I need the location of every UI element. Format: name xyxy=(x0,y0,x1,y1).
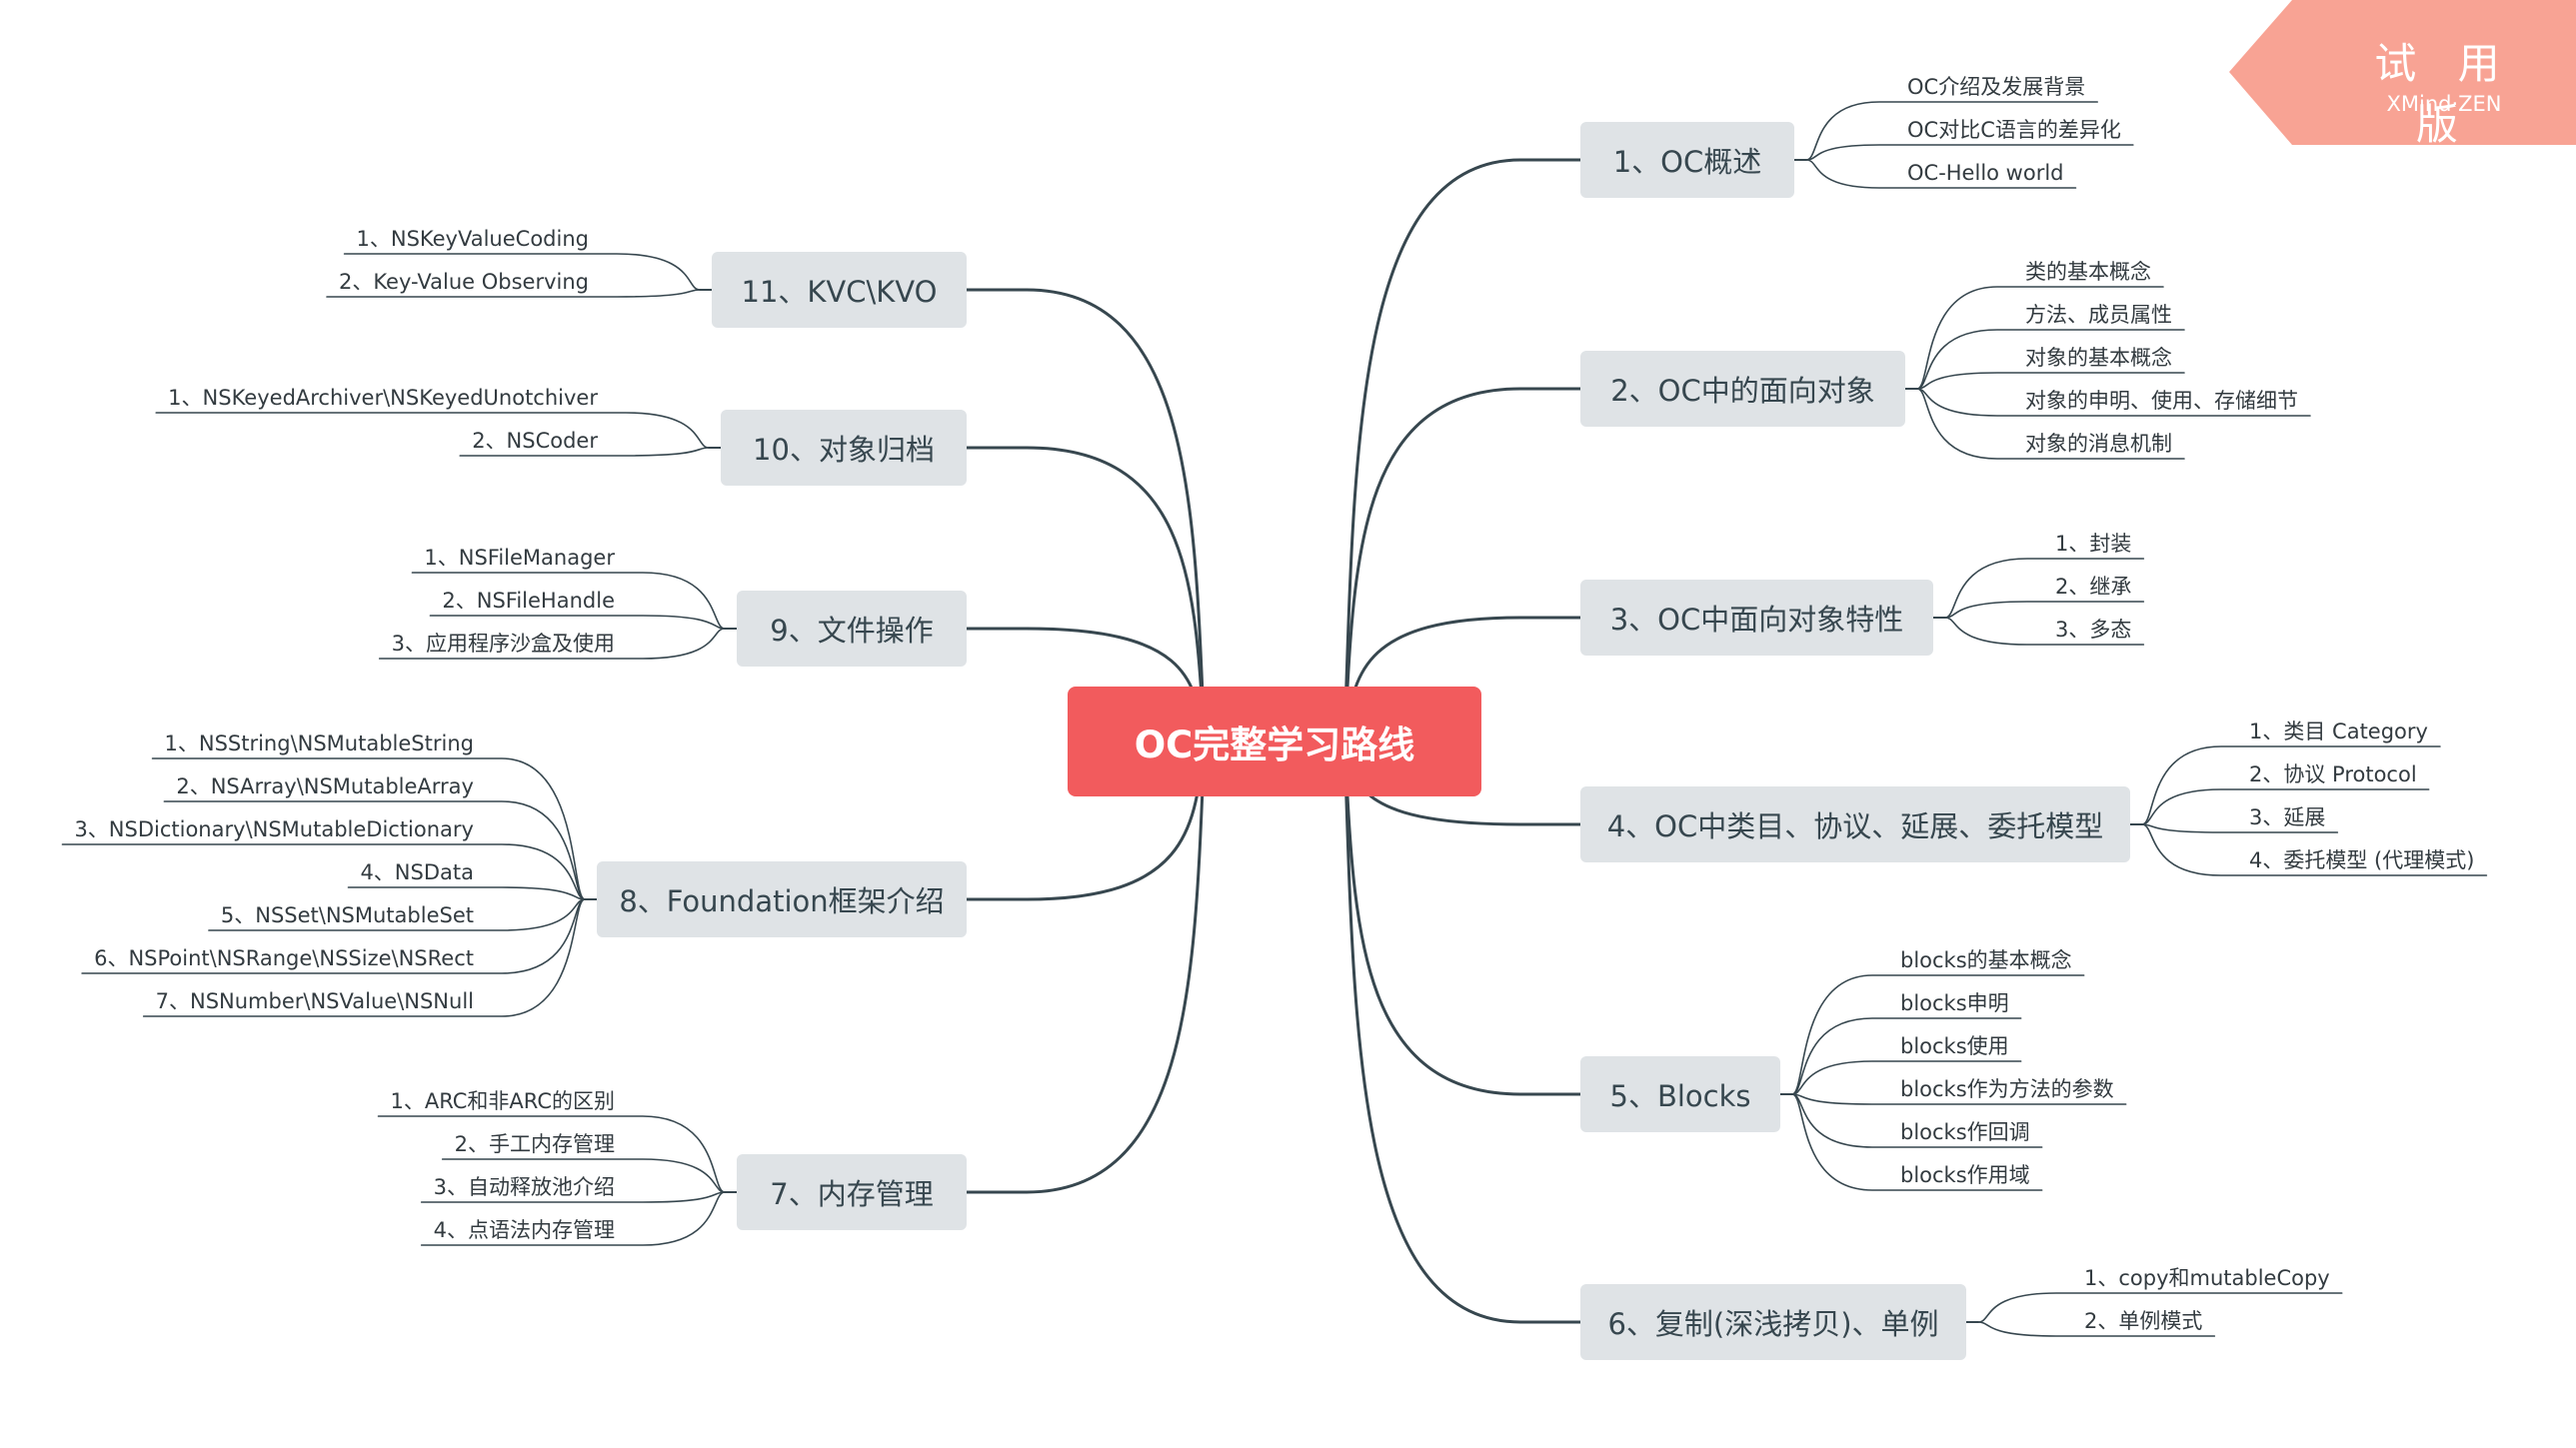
subtopic-item[interactable]: blocks作回调 xyxy=(1900,1120,2030,1144)
subtopic-item[interactable]: 1、copy和mutableCopy xyxy=(2084,1266,2330,1290)
subtopic-item[interactable]: 1、ARC和非ARC的区别 xyxy=(390,1089,615,1113)
subtopic-item[interactable]: 方法、成员属性 xyxy=(2025,303,2172,327)
topic-copy-singleton[interactable]: 6、复制(深浅拷贝)、单例 xyxy=(1580,1284,1966,1360)
subtopic-item[interactable]: 2、Key-Value Observing xyxy=(338,270,589,294)
subtopic-item[interactable]: 2、单例模式 xyxy=(2084,1309,2203,1333)
subtopic-item[interactable]: 3、应用程序沙盒及使用 xyxy=(391,632,615,656)
subtopic-item[interactable]: 2、协议 Protocol xyxy=(2249,762,2417,786)
subtopic-item[interactable]: blocks作为方法的参数 xyxy=(1900,1077,2114,1101)
subtopic-item[interactable]: 1、封装 xyxy=(2055,532,2132,556)
subtopic-item[interactable]: 1、NSKeyValueCoding xyxy=(356,227,589,251)
subtopic-item[interactable]: 2、继承 xyxy=(2055,575,2132,599)
subtopic-item[interactable]: blocks使用 xyxy=(1900,1034,2009,1058)
topic-blocks[interactable]: 5、Blocks xyxy=(1580,1056,1780,1132)
subtopic-item[interactable]: 6、NSPoint\NSRange\NSSize\NSRect xyxy=(94,946,474,970)
topic-foundation[interactable]: 8、Foundation框架介绍 xyxy=(597,861,967,937)
subtopic-item[interactable]: 对象的基本概念 xyxy=(2025,346,2172,370)
subtopic-item[interactable]: blocks申明 xyxy=(1900,991,2009,1015)
subtopic-item[interactable]: 4、点语法内存管理 xyxy=(433,1218,615,1242)
subtopic-item[interactable]: 2、NSCoder xyxy=(472,429,598,453)
topic-archiving[interactable]: 10、对象归档 xyxy=(721,410,967,486)
subtopic-item[interactable]: OC-Hello world xyxy=(1907,161,2064,185)
subtopic-item[interactable]: blocks作用域 xyxy=(1900,1163,2030,1187)
subtopic-item[interactable]: 对象的消息机制 xyxy=(2025,432,2172,456)
subtopic-item[interactable]: 1、NSFileManager xyxy=(424,546,615,570)
subtopic-item[interactable]: 1、NSKeyedArchiver\NSKeyedUnotchiver xyxy=(168,386,598,410)
topic-object-oriented[interactable]: 2、OC中的面向对象 xyxy=(1580,351,1905,427)
trial-badge-subtitle: XMind·ZEN xyxy=(2386,92,2502,116)
subtopic-item[interactable]: 4、NSData xyxy=(360,860,474,884)
subtopic-item[interactable]: OC介绍及发展背景 xyxy=(1907,75,2086,99)
subtopic-item[interactable]: 7、NSNumber\NSValue\NSNull xyxy=(155,989,474,1013)
topic-oc-overview[interactable]: 1、OC概述 xyxy=(1580,122,1794,198)
topic-memory-management[interactable]: 7、内存管理 xyxy=(737,1154,967,1230)
subtopic-item[interactable]: OC对比C语言的差异化 xyxy=(1907,118,2121,142)
central-topic[interactable]: OC完整学习路线 xyxy=(1068,687,1481,796)
subtopic-item[interactable]: 4、委托模型 (代理模式) xyxy=(2249,848,2475,872)
trial-badge-title: 试 用 版 xyxy=(2374,39,2514,149)
subtopic-item[interactable]: 2、手工内存管理 xyxy=(454,1132,615,1156)
topic-kvc-kvo[interactable]: 11、KVC\KVO xyxy=(712,252,967,328)
subtopic-item[interactable]: 对象的申明、使用、存储细节 xyxy=(2025,389,2298,413)
subtopic-item[interactable]: 5、NSSet\NSMutableSet xyxy=(220,903,474,927)
topic-category-protocol[interactable]: 4、OC中类目、协议、延展、委托模型 xyxy=(1580,786,2130,862)
subtopic-item[interactable]: 3、NSDictionary\NSMutableDictionary xyxy=(74,817,474,841)
trial-badge xyxy=(2229,0,2576,145)
subtopic-item[interactable]: 2、NSFileHandle xyxy=(442,589,615,613)
subtopic-item[interactable]: 2、NSArray\NSMutableArray xyxy=(176,774,474,798)
subtopic-item[interactable]: 3、延展 xyxy=(2249,805,2326,829)
topic-file-operations[interactable]: 9、文件操作 xyxy=(737,591,967,667)
subtopic-item[interactable]: blocks的基本概念 xyxy=(1900,948,2072,972)
subtopic-item[interactable]: 3、多态 xyxy=(2055,618,2132,642)
subtopic-item[interactable]: 3、自动释放池介绍 xyxy=(433,1175,615,1199)
subtopic-item[interactable]: 1、类目 Category xyxy=(2249,720,2428,743)
topic-oo-features[interactable]: 3、OC中面向对象特性 xyxy=(1580,580,1933,656)
subtopic-item[interactable]: 1、NSString\NSMutableString xyxy=(164,731,474,755)
subtopic-item[interactable]: 类的基本概念 xyxy=(2025,260,2151,284)
